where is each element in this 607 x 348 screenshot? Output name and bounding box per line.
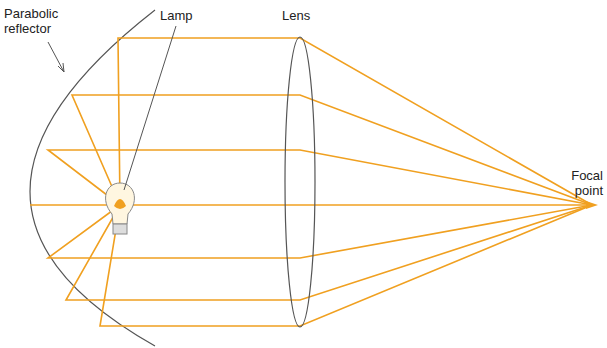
focal-point-mark <box>586 201 598 209</box>
leader-lines <box>48 26 176 190</box>
lamp <box>106 183 135 234</box>
lens <box>285 37 315 327</box>
reflector-label: Parabolic reflector <box>4 6 84 36</box>
focal-point-label: Focal point <box>559 168 603 198</box>
light-rays <box>30 38 592 326</box>
parabolic-reflector <box>30 10 155 346</box>
lamp-label: Lamp <box>160 8 220 23</box>
lens-label: Lens <box>282 8 342 23</box>
